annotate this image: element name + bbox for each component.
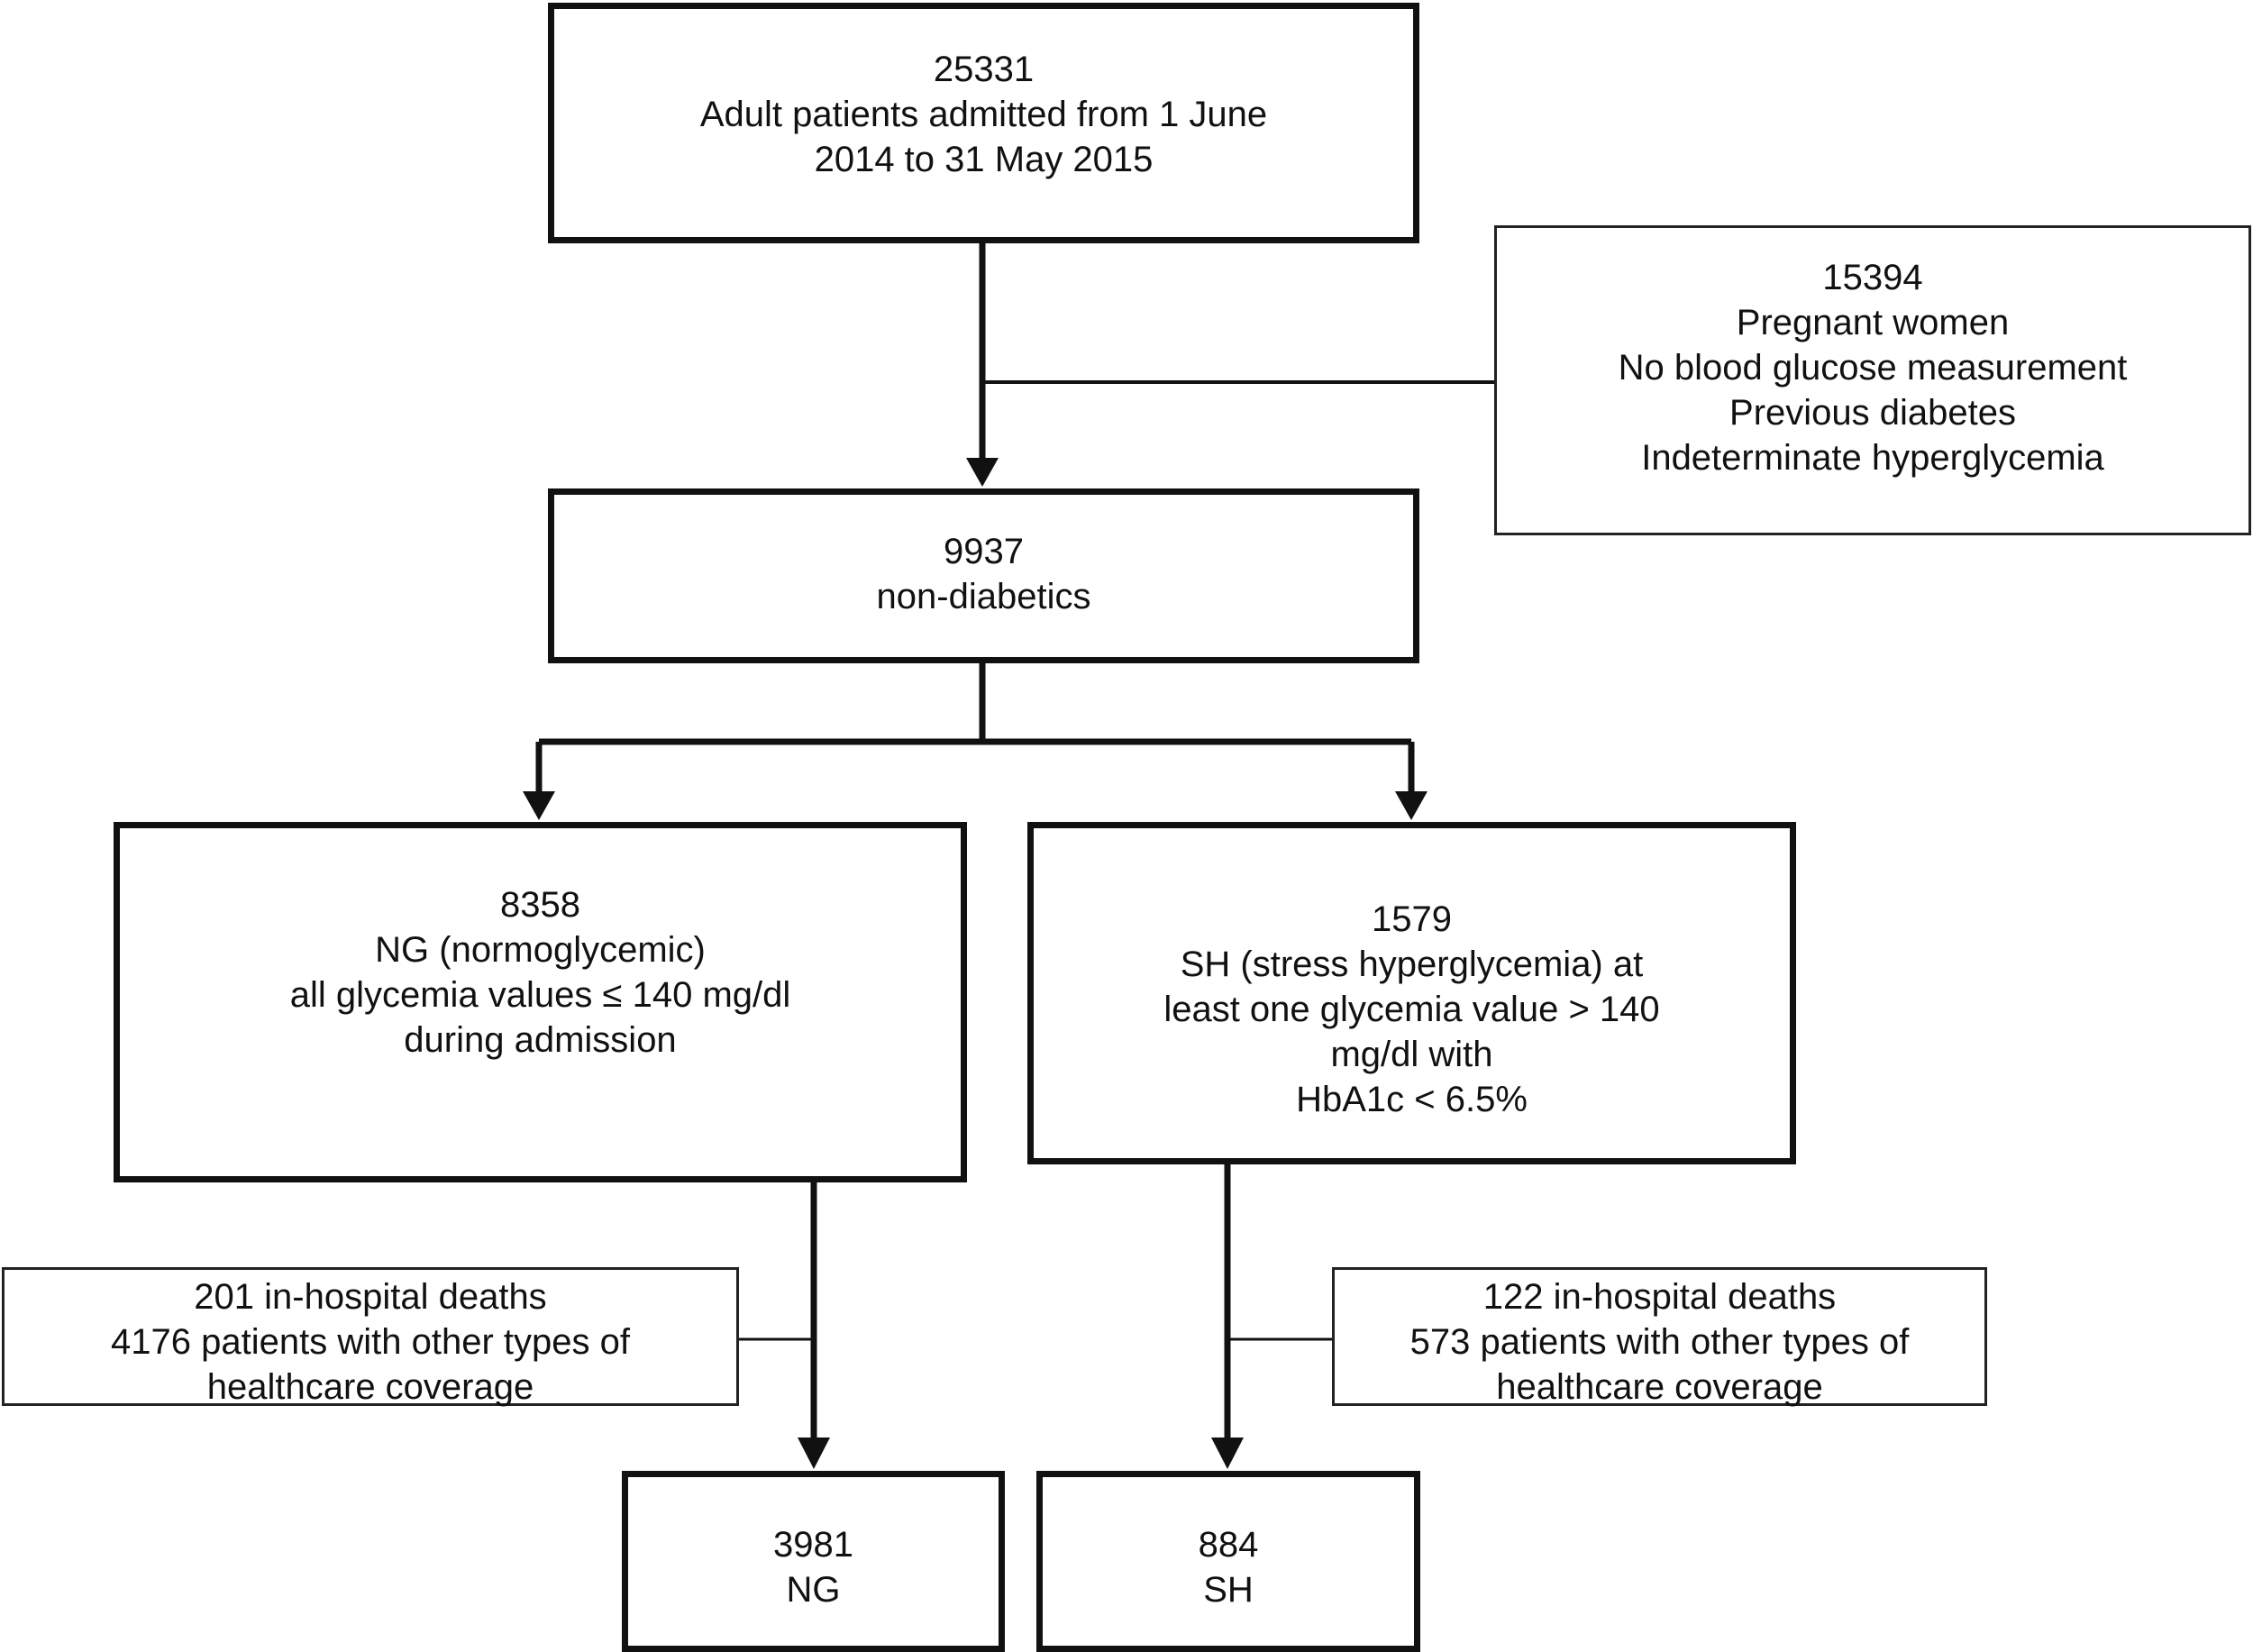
sh-count: 1579 (1372, 899, 1452, 939)
ng-final-label: NG (786, 1570, 841, 1610)
ng-excluded-coverage-line2: healthcare coverage (206, 1367, 534, 1407)
sh-label: SH (stress hyperglycemia) at (1180, 945, 1644, 984)
box-sh-final: 884 SH (1036, 1471, 1420, 1652)
arrow-to-sh-final (1211, 1438, 1244, 1469)
total-count: 25331 (933, 50, 1035, 89)
box-sh: 1579 SH (stress hyperglycemia) at least … (1027, 822, 1796, 1164)
sh-criteria-line1: least one glycemia value > 140 (1163, 990, 1660, 1029)
box-ng: 8358 NG (normoglycemic) all glycemia val… (114, 822, 967, 1182)
arrow-to-nondiabetics (966, 458, 999, 487)
ng-label: NG (normoglycemic) (375, 930, 706, 970)
total-desc-line2: 2014 to 31 May 2015 (814, 140, 1154, 179)
excluded-indeterminate: Indeterminate hyperglycemia (1641, 438, 2104, 478)
excluded-no-glucose: No blood glucose measurement (1618, 348, 2128, 388)
box-ng-excluded: 201 in-hospital deaths 4176 patients wit… (2, 1267, 739, 1407)
sh-excluded-deaths: 122 in-hospital deaths (1482, 1277, 1837, 1317)
total-desc-line1: Adult patients admitted from 1 June (699, 95, 1268, 134)
sh-criteria-line2: mg/dl with (1330, 1035, 1493, 1074)
ng-excluded-deaths: 201 in-hospital deaths (194, 1277, 547, 1317)
box-non-diabetics: 9937 non-diabetics (548, 488, 1419, 663)
arrow-to-sh (1395, 791, 1428, 820)
box-excluded-initial: 15394 Pregnant women No blood glucose me… (1494, 225, 2251, 535)
ng-count: 8358 (500, 885, 580, 925)
ng-criteria-line2: during admission (404, 1020, 677, 1060)
box-sh-excluded: 122 in-hospital deaths 573 patients with… (1332, 1267, 1987, 1407)
ng-final-count: 3981 (773, 1525, 853, 1565)
sh-excluded-coverage-line1: 573 patients with other types of (1409, 1322, 1910, 1362)
sh-criteria-line3: HbA1c < 6.5% (1296, 1080, 1528, 1119)
arrow-to-ng-final (798, 1438, 830, 1469)
sh-excluded-coverage-line2: healthcare coverage (1496, 1367, 1823, 1407)
sh-final-count: 884 (1198, 1525, 1259, 1565)
sh-final-label: SH (1203, 1570, 1254, 1610)
excluded-previous-diabetes: Previous diabetes (1729, 393, 2016, 433)
ng-criteria-line1: all glycemia values ≤ 140 mg/dl (289, 975, 791, 1015)
excluded-count: 15394 (1822, 258, 1923, 297)
nondiabetics-count: 9937 (944, 532, 1024, 571)
box-ng-final: 3981 NG (622, 1471, 1005, 1652)
arrow-to-ng (523, 791, 555, 820)
nondiabetics-label: non-diabetics (876, 577, 1091, 616)
box-total-admitted: 25331 Adult patients admitted from 1 Jun… (548, 3, 1419, 243)
excluded-pregnant: Pregnant women (1736, 303, 2010, 342)
ng-excluded-coverage-line1: 4176 patients with other types of (111, 1322, 630, 1362)
